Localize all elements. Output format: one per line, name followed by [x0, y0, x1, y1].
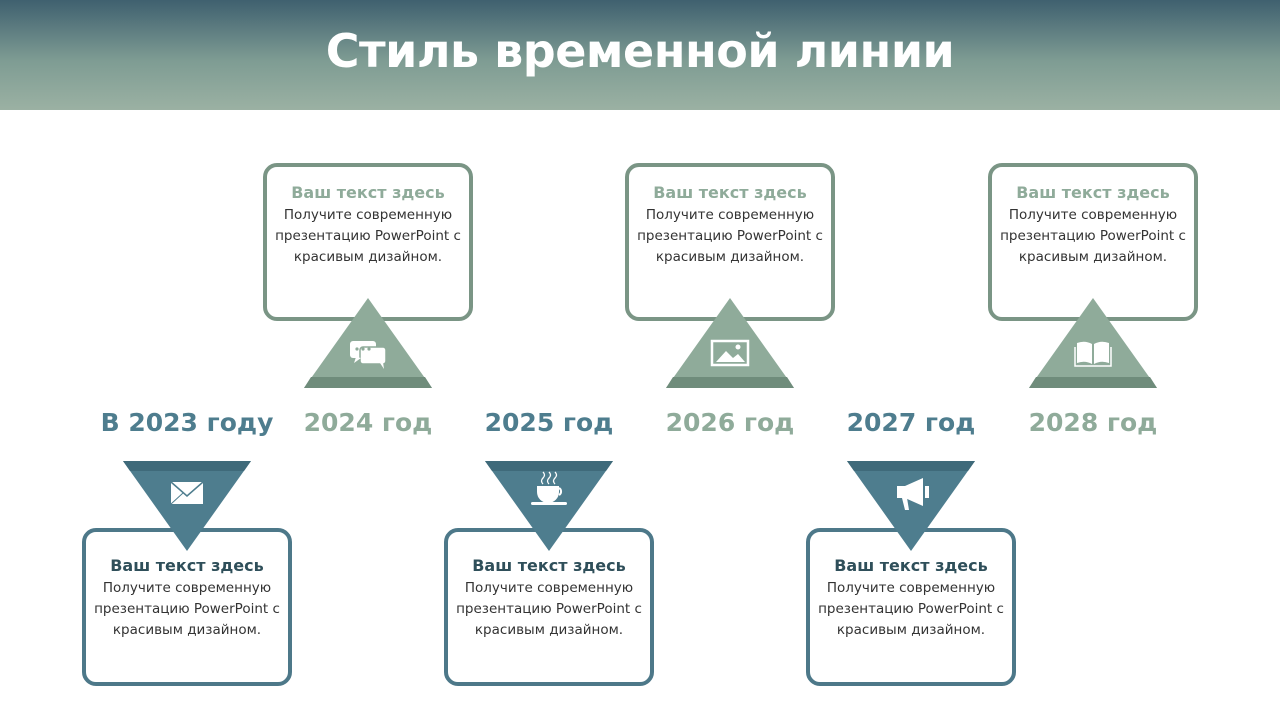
chat-bubbles-icon — [350, 341, 387, 369]
card-body: Получите современную презентацию PowerPo… — [456, 580, 642, 638]
card-heading: Ваш текст здесь — [110, 556, 264, 575]
pointer-triangle — [485, 461, 613, 551]
card-heading: Ваш текст здесь — [834, 556, 988, 575]
card-heading: Ваш текст здесь — [1016, 183, 1170, 202]
year-label: В 2023 году — [100, 408, 274, 437]
card-body: Получите современную презентацию PowerPo… — [818, 580, 1004, 638]
year-label: 2024 год — [303, 408, 433, 437]
card-body: Получите современную презентацию PowerPo… — [1000, 207, 1186, 265]
pointer-triangle — [666, 298, 794, 388]
pointer-triangle — [1029, 298, 1157, 388]
card-heading: Ваш текст здесь — [291, 183, 445, 202]
picture-icon — [710, 339, 750, 367]
header-banner: Стиль временной линии — [0, 0, 1280, 110]
pointer-triangle — [123, 461, 251, 551]
year-label: 2028 год — [1028, 408, 1158, 437]
pointer-triangle — [847, 461, 975, 551]
card-body: Получите современную презентацию PowerPo… — [275, 207, 461, 265]
envelope-icon — [170, 481, 204, 505]
card-body: Получите современную презентацию PowerPo… — [637, 207, 823, 265]
page-title: Стиль временной линии — [325, 24, 955, 78]
card-heading: Ваш текст здесь — [653, 183, 807, 202]
card-heading: Ваш текст здесь — [472, 556, 626, 575]
year-label: 2027 год — [846, 408, 976, 437]
year-label: 2026 год — [665, 408, 795, 437]
megaphone-icon — [897, 478, 929, 510]
book-icon — [1074, 341, 1112, 367]
card-body: Получите современную презентацию PowerPo… — [94, 580, 280, 638]
year-label: 2025 год — [484, 408, 614, 437]
coffee-cup-icon — [531, 471, 567, 505]
pointer-triangle — [304, 298, 432, 388]
